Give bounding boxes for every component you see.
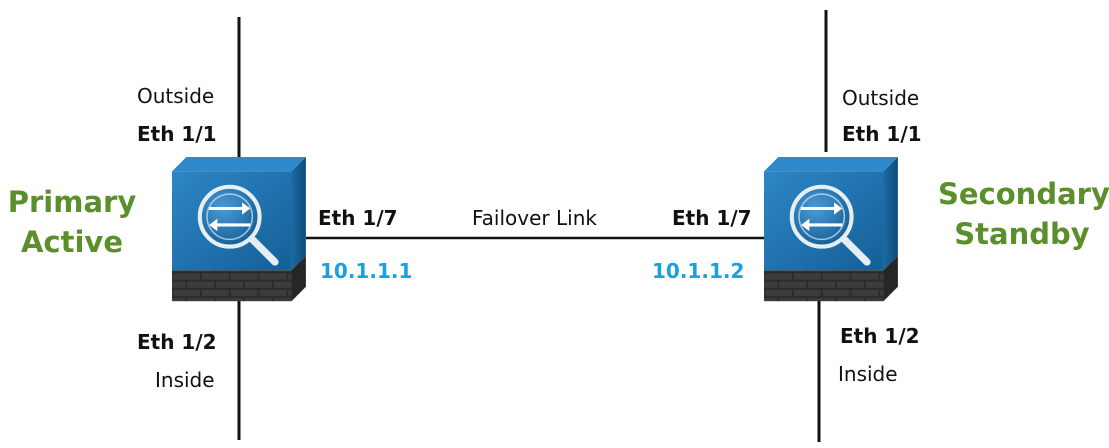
primary-outside-name: Outside [137,84,215,108]
primary-role-line2: Active [20,225,123,259]
primary-role-line1: Primary [7,185,137,219]
secondary-role: Secondary Standby [938,174,1109,254]
primary-inside-port: Eth 1/2 [137,330,217,354]
secondary-inside-name: Inside [838,362,898,386]
secondary-firewall-icon [764,157,898,301]
primary-outside-port: Eth 1/1 [137,122,217,146]
primary-inside-name: Inside [155,368,215,392]
secondary-outside-name: Outside [842,86,920,110]
primary-firewall-icon [172,157,306,301]
secondary-role-line1: Secondary [938,177,1109,211]
secondary-inside-port: Eth 1/2 [840,324,920,348]
secondary-outside-port: Eth 1/1 [842,122,922,146]
primary-failover-ip: 10.1.1.1 [320,259,413,283]
secondary-failover-ip: 10.1.1.2 [652,259,745,283]
primary-failover-port: Eth 1/7 [318,206,398,230]
secondary-role-line2: Standby [954,217,1090,251]
secondary-failover-port: Eth 1/7 [672,206,752,230]
failover-link-label: Failover Link [472,206,597,230]
primary-role: Primary Active [2,182,142,262]
